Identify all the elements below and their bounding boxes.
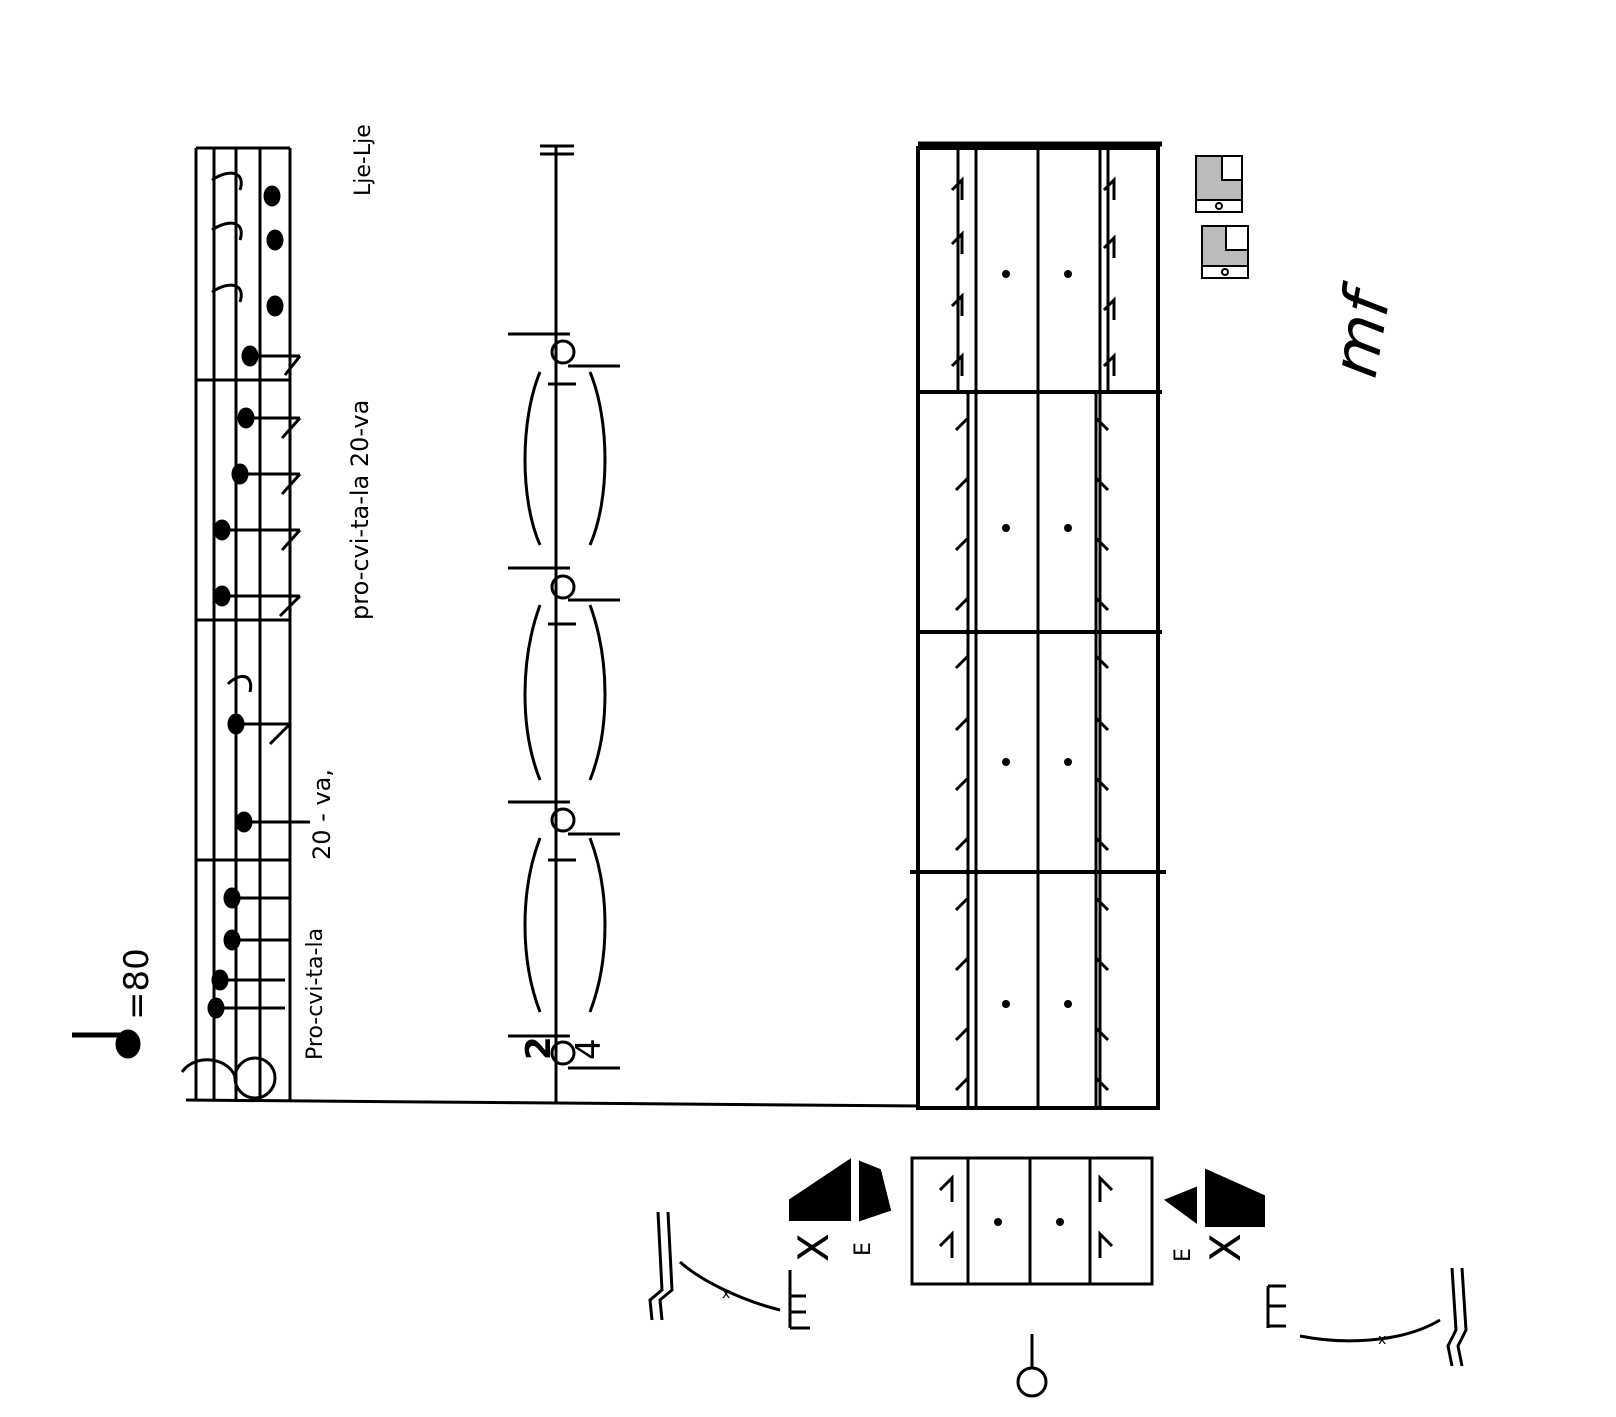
left-footing-small-label: E: [851, 1242, 876, 1256]
time-signature-top: 2: [519, 1036, 559, 1060]
left-wedge-icon: [789, 1158, 851, 1221]
center-beats: [508, 332, 620, 1070]
music-staff: [194, 146, 292, 1100]
lower-markings: [648, 1211, 1468, 1367]
treble-clef-icon: [180, 1056, 277, 1100]
staff-notes: [207, 171, 310, 1019]
center-staff-line: [185, 144, 921, 1108]
lyrics-group-2: 20 - va,: [308, 769, 336, 860]
small-x-mark-right: x: [1378, 1332, 1386, 1348]
note-head: [266, 295, 284, 317]
right-wedge-small-icon: [1163, 1186, 1197, 1224]
direction-wedge-icons: [789, 1158, 1265, 1227]
lyrics-group-3: pro-cvi-ta-la 20-va: [346, 400, 374, 620]
starting-dots: [994, 1218, 1064, 1226]
pre-sign-icons: [1195, 155, 1249, 279]
right-wedge-icon: [1205, 1168, 1265, 1227]
note-head: [266, 229, 284, 251]
tempo-marking: =80: [72, 948, 157, 1059]
note-head: [263, 185, 281, 207]
left-footing-label: X: [789, 1233, 838, 1262]
right-footing-label: X: [1201, 1233, 1250, 1262]
hatched-pre-sign-icon: [1195, 155, 1243, 213]
labanotation-staff: [910, 141, 1166, 1110]
time-signature-bottom: 4: [569, 1038, 609, 1060]
dynamic-marking: mf: [1318, 278, 1407, 383]
tempo-value: =80: [117, 948, 157, 1020]
lyrics-group-4: Lje-Lje: [351, 124, 376, 196]
starting-position-staff: [910, 1156, 1154, 1286]
small-x-mark-left: x: [722, 1286, 730, 1302]
support-dots: [1002, 270, 1072, 1008]
y-symbols: [950, 148, 1116, 1108]
hatched-pre-sign-icon: [1201, 225, 1249, 279]
right-footing-small-label: E: [1171, 1248, 1196, 1262]
lyrics-group-1: Pro-cvi-ta-la: [303, 928, 328, 1060]
left-wedge-small-icon: [859, 1160, 892, 1222]
quarter-note-icon: [72, 1029, 141, 1059]
performer-pin-icon: [1016, 1334, 1048, 1398]
